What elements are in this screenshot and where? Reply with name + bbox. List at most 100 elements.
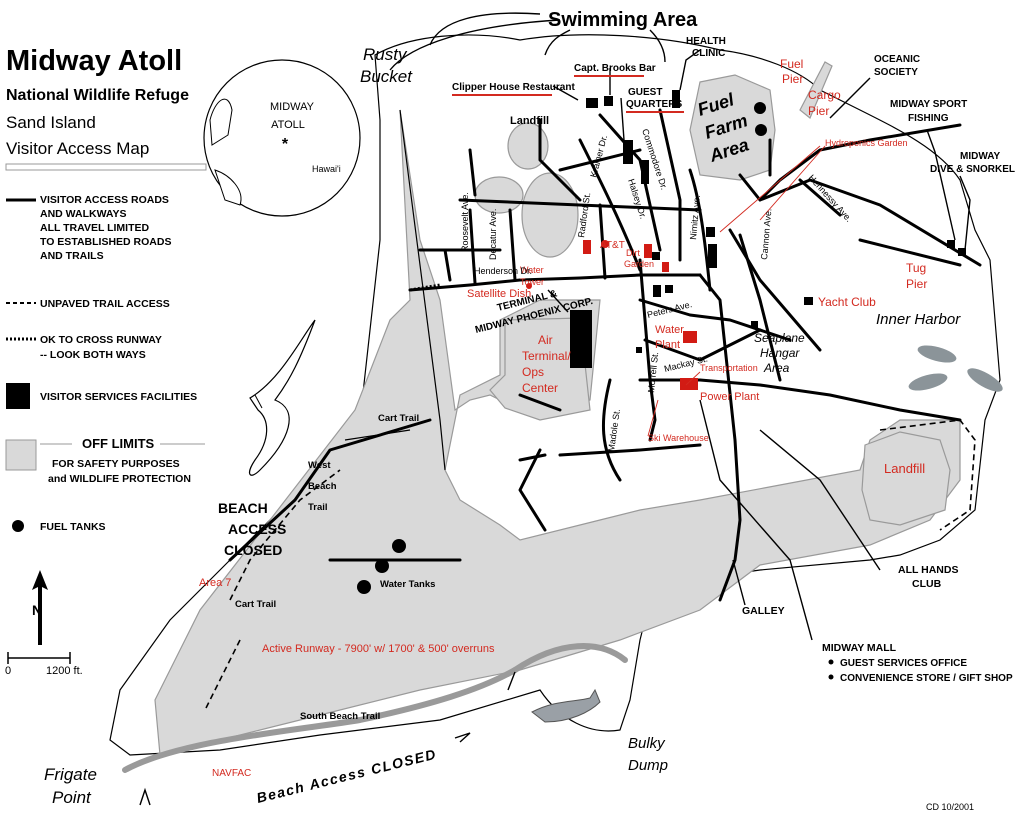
beach-closed-arrows [139, 671, 516, 806]
fuel-pier [799, 61, 833, 119]
albatross-icon [248, 319, 316, 476]
label-air-terminal-1: Air [538, 333, 553, 347]
label-health-clinic-1: HEALTH [686, 36, 726, 47]
label-hydroponics: Hydroponics Garden [825, 138, 908, 148]
swimming-area-arrows [389, 12, 666, 71]
label-sport-fishing-2: FISHING [908, 113, 949, 124]
street-nimitz: Nimitz Ave. [688, 195, 702, 241]
label-tug-pier-1: Tug [906, 261, 926, 275]
map-title: Midway Atoll National Wildlife Refuge Sa… [5, 45, 207, 171]
label-water-plant-1: Water [655, 324, 684, 336]
red-facilities [526, 240, 698, 390]
label-satellite-dish: Satellite Dish [467, 288, 531, 300]
label-dive-1: MIDWAY [960, 151, 1001, 162]
label-navfac: NAVFAC [212, 768, 251, 779]
label-water-tower-2: Tower [520, 277, 544, 287]
label-cargo-pier-2: Pier [808, 104, 829, 118]
label-runway: Active Runway - 7900' w/ 1700' & 500' ov… [262, 643, 495, 655]
legend-off-limits-3: and WILDLIFE PROTECTION [48, 473, 191, 485]
label-galley: GALLEY [742, 605, 785, 617]
legend-roads-4: TO ESTABLISHED ROADS [40, 236, 171, 248]
label-cart-trail-north: Cart Trail [378, 413, 419, 424]
red-label-leaders [647, 145, 826, 437]
label-tug-pier-2: Pier [906, 277, 927, 291]
legend-fuel-tanks: FUEL TANKS [40, 521, 106, 533]
label-frigate-2: Point [52, 788, 92, 807]
label-air-terminal-4: Center [522, 381, 558, 395]
label-ski-warehouse: Ski Warehouse [648, 433, 709, 443]
north-arrow-icon: N [32, 570, 48, 645]
label-oceanic-1: OCEANIC [874, 54, 920, 65]
label-inner-harbor: Inner Harbor [876, 311, 961, 328]
street-roosevelt: Roosevelt Ave. [460, 192, 470, 252]
label-beach-closed-south: Beach Access CLOSED [255, 746, 439, 806]
label-seaplane-1: Seaplane [754, 331, 805, 345]
label-water-tanks: Water Tanks [380, 579, 435, 590]
street-hennessy: Hennessy Ave. [807, 173, 854, 224]
scale-distance: 1200 ft. [46, 665, 83, 677]
label-dirt-garden-2: Garden [624, 259, 654, 269]
label-mall-item-1: GUEST SERVICES OFFICE [840, 658, 967, 669]
label-rusty-bucket-2: Bucket [360, 67, 413, 86]
visitor-access-roads [228, 108, 982, 602]
legend-off-limits-symbol [5, 439, 37, 471]
label-beach-closed-3: CLOSED [224, 542, 282, 558]
landfill-east-area [861, 431, 951, 526]
label-west-beach-3: Trail [308, 502, 328, 513]
label-swimming-area: Swimming Area [548, 9, 698, 31]
label-dive-2: DIVE & SNORKEL [930, 164, 1015, 175]
label-cargo-pier-1: Cargo [808, 88, 841, 102]
south-beach-trail-line [122, 667, 518, 773]
street-morrell: Morrell St. [646, 351, 660, 393]
label-landfill-east: Landfill [884, 461, 925, 476]
label-all-hands-1: ALL HANDS [898, 564, 958, 576]
off-limits-oval-1 [474, 176, 524, 214]
label-cart-trail-south: Cart Trail [235, 599, 276, 610]
label-south-beach-trail: South Beach Trail [300, 711, 380, 722]
label-frigate-1: Frigate [44, 765, 97, 784]
title-sand-island: Sand Island [6, 113, 96, 132]
legend-roads-3: ALL TRAVEL LIMITED [40, 222, 149, 234]
label-water-tower-1: Water [520, 265, 544, 275]
street-decatur: Decatur Ave. [488, 209, 498, 260]
label-area7: Area 7 [199, 577, 231, 589]
label-seaplane-2: Hangar [760, 346, 800, 360]
midway-marker-icon: * [282, 136, 289, 153]
title-visitor-map: Visitor Access Map [6, 139, 149, 158]
fuel-tanks [357, 102, 767, 594]
label-beach-closed-2: ACCESS [228, 521, 286, 537]
street-peters: Peters Ave. [646, 299, 693, 320]
unpaved-trail-south [204, 639, 241, 711]
legend-roads-5: AND TRAILS [40, 250, 104, 262]
title-refuge: National Wildlife Refuge [6, 87, 189, 104]
label-all-hands-2: CLUB [912, 578, 942, 590]
label-landfill-north: Landfill [510, 115, 549, 127]
legend-facility-symbol [6, 383, 30, 409]
street-madole: Madole St. [606, 408, 622, 452]
label-west-beach-1: West [308, 460, 331, 471]
legend-off-limits-title: OFF LIMITS [82, 436, 155, 451]
legend-fuel-tank-symbol [12, 520, 24, 532]
label-leaders [547, 49, 971, 641]
label-rusty-bucket-1: Rusty [363, 45, 408, 64]
runway-crossing [409, 283, 441, 292]
street-henderson: Henderson Dr. [474, 266, 532, 276]
label-bulky-1: Bulky [628, 735, 666, 752]
label-oceanic-2: SOCIETY [874, 67, 918, 78]
label-beach-closed-1: BEACH [218, 500, 268, 516]
label-yacht-club: Yacht Club [818, 295, 876, 309]
visitor-facilities [570, 90, 966, 368]
legend-roads-1: VISITOR ACCESS ROADS [40, 194, 169, 206]
globe-label-atoll: ATOLL [271, 119, 305, 131]
label-att: AT&T [600, 240, 625, 251]
label-air-terminal-2: Terminal/ [522, 349, 571, 363]
label-guest-quarters-2: QUARTERS [626, 99, 682, 110]
label-water-plant-2: Plant [655, 339, 680, 351]
scale-bar: 0 1200 ft. [5, 652, 83, 677]
legend: VISITOR ACCESS ROADS AND WALKWAYS ALL TR… [5, 194, 205, 533]
map-credit: CD 10/2001 [926, 802, 974, 812]
unpaved-trail-west [229, 469, 341, 601]
label-seaplane-3: Area [763, 361, 790, 375]
label-dirt-garden-1: Dirt [626, 248, 640, 258]
label-transportation: Transportation [700, 363, 758, 373]
